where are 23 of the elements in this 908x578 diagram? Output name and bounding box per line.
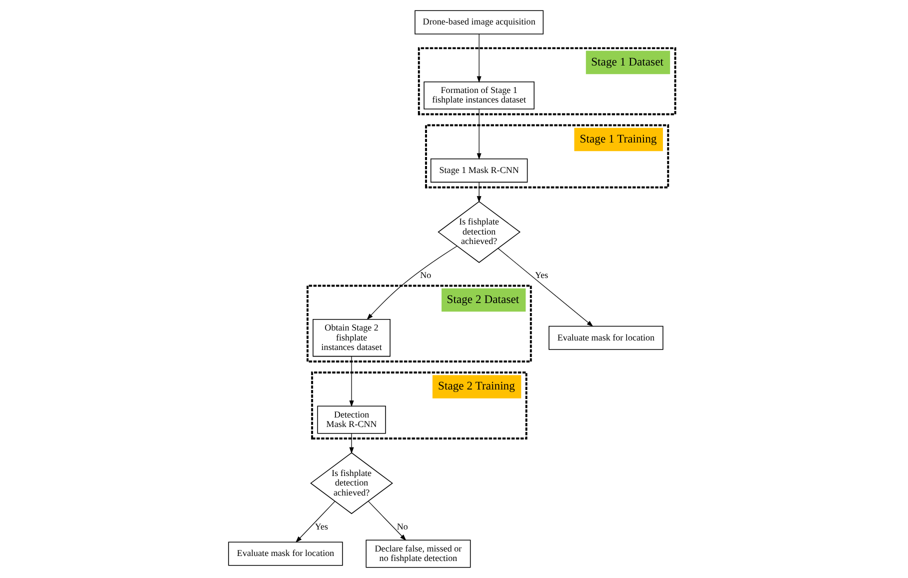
arrow: [497, 248, 593, 327]
node-box: Declare false, missed or no fishplate detection: [365, 540, 470, 568]
edge-label: Yes: [534, 270, 548, 280]
edge-label: Yes: [314, 521, 328, 532]
node-box: Stage 1 Mask R-CNN: [430, 158, 528, 183]
arrow: [476, 34, 481, 83]
arrow: [348, 433, 354, 454]
arrow: [368, 501, 406, 541]
node-box: Evaluate mask for location: [228, 542, 342, 566]
arrow: [476, 182, 481, 203]
edge-label: No: [396, 521, 408, 532]
node-box: Obtain Stage 2 fishplate instances dataset: [312, 319, 390, 357]
arrow: [366, 246, 457, 320]
node-box: Detection Mask R-CNN: [316, 406, 386, 434]
node-diamond: Is fishplate detection achieved?: [310, 452, 392, 514]
node-box: Drone-based image acquisition: [414, 10, 544, 34]
node-box: Formation of Stage 1 fishplate instances dataset: [423, 81, 534, 110]
arrow: [295, 501, 335, 543]
edge-label: No: [420, 270, 431, 280]
arrow: [348, 356, 354, 408]
node-box: Evaluate mask for location: [548, 326, 663, 350]
arrow: [476, 108, 481, 160]
node-diamond: Is fishplate detection achieved?: [437, 201, 520, 263]
